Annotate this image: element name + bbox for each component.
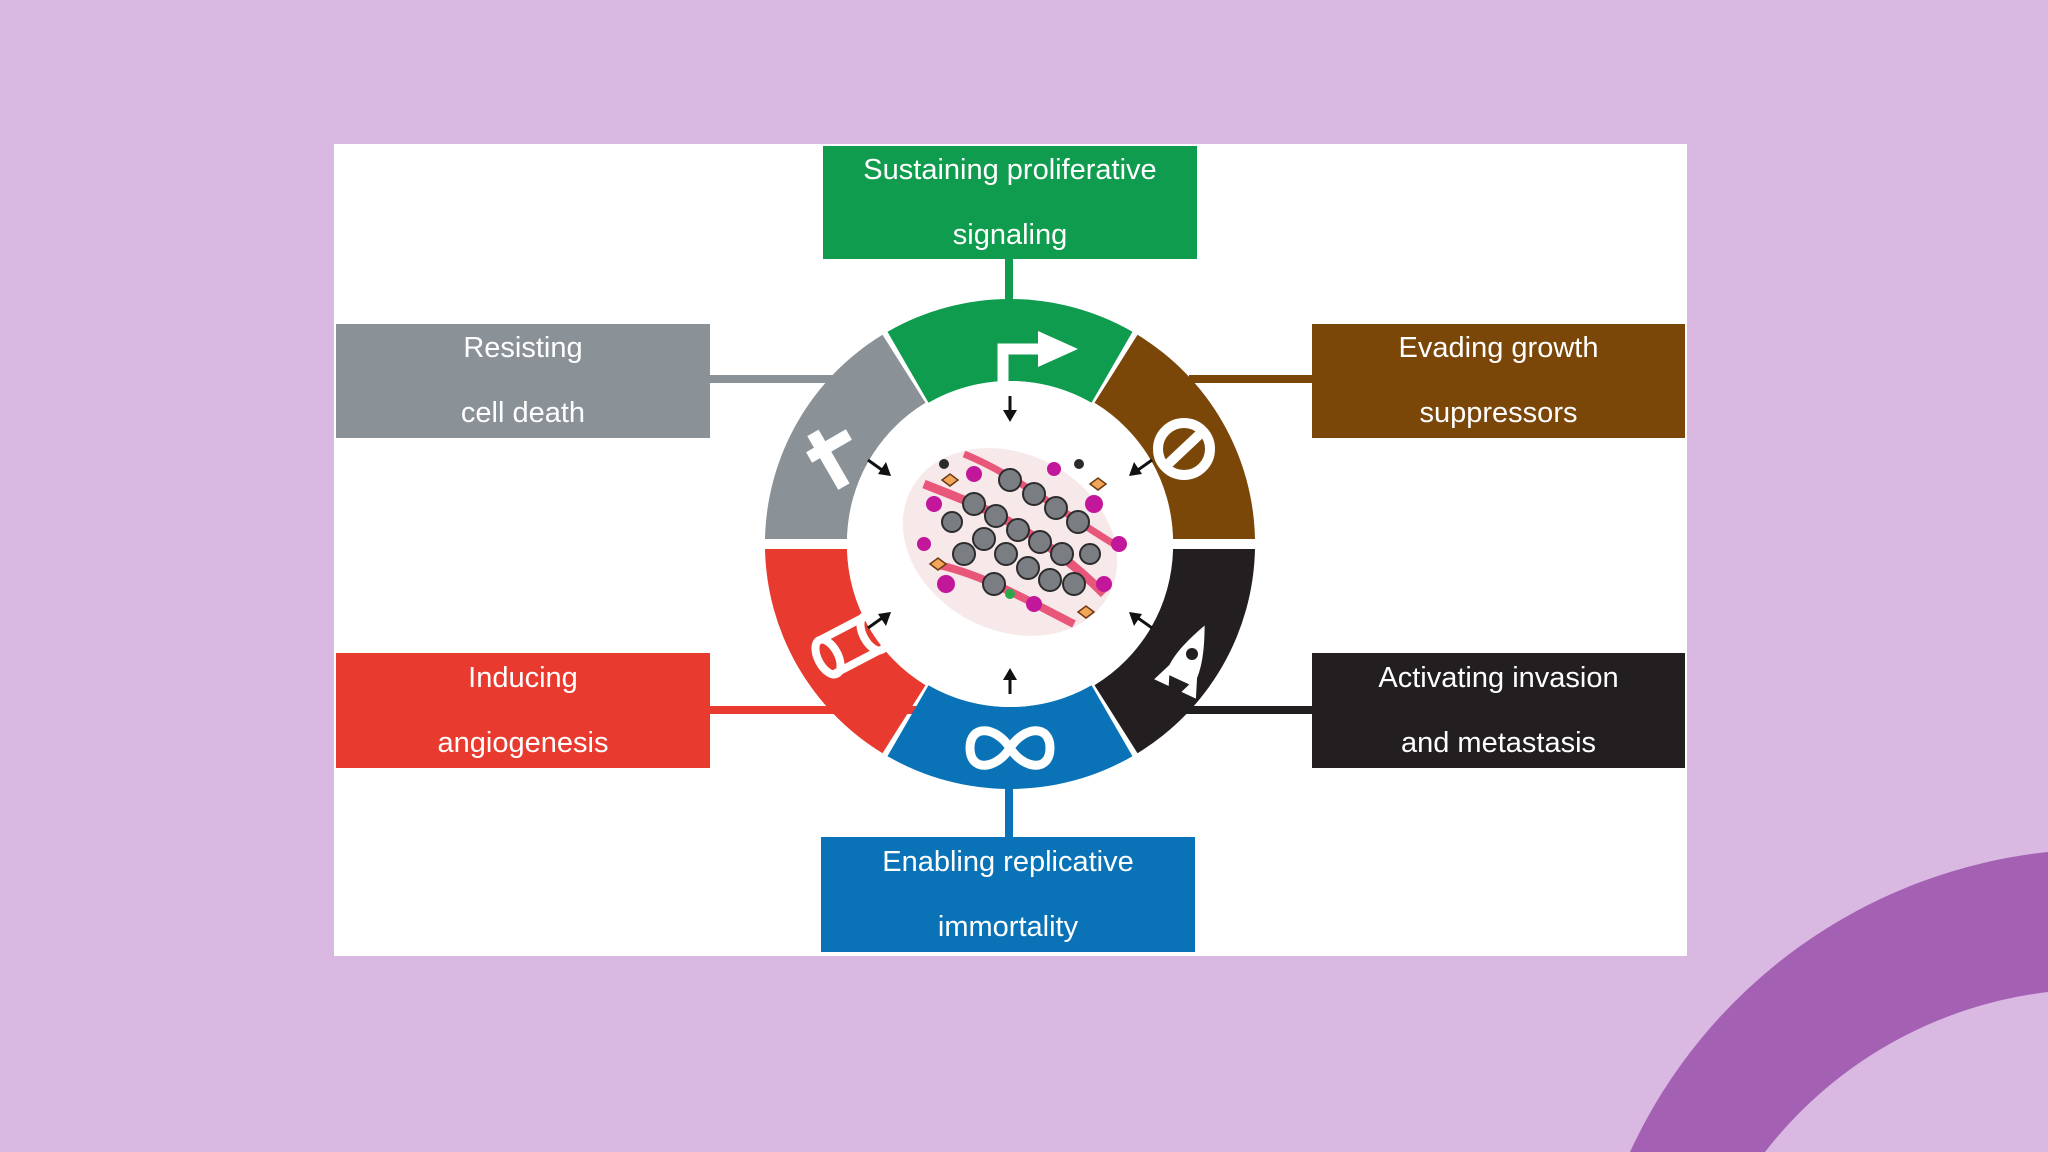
hallmark-angiogenesis-line1: Inducing	[468, 661, 578, 694]
rocket-icon	[1154, 625, 1205, 699]
hallmark-invasion-line2: and metastasis	[1400, 726, 1597, 759]
hallmarks-wheel	[708, 258, 1313, 838]
tumor-illustration	[902, 448, 1127, 636]
bent-arrow-icon	[997, 331, 1078, 384]
segment-immortality	[887, 685, 1133, 790]
inward-arrows	[867, 396, 1153, 694]
vessel-icon	[811, 611, 890, 679]
hallmark-sustaining-line1: Sustaining proliferative	[863, 153, 1157, 186]
segment-evading	[1094, 334, 1255, 539]
prohibition-icon	[1153, 418, 1215, 480]
hallmark-angiogenesis-line2: angiogenesis	[437, 726, 609, 759]
hallmark-immortality-box: Enabling replicative immortality	[821, 837, 1195, 952]
segment-invasion	[1094, 549, 1255, 754]
hallmark-sustaining-line2: signaling	[952, 218, 1068, 251]
hallmark-immortality-line2: immortality	[937, 910, 1079, 943]
hallmarks-diagram: Sustaining proliferative signaling Evadi…	[334, 144, 1687, 956]
segment-angiogenesis	[765, 549, 926, 754]
hallmark-cell-death-line2: cell death	[460, 397, 586, 430]
infinity-icon	[965, 726, 1055, 770]
cross-icon	[806, 429, 852, 490]
hallmark-invasion-box: Activating invasion and metastasis	[1312, 653, 1685, 768]
hallmark-evading-box: Evading growth suppressors	[1312, 324, 1685, 438]
hallmark-angiogenesis-box: Inducing angiogenesis	[336, 653, 710, 768]
hallmark-sustaining-box: Sustaining proliferative signaling	[823, 146, 1197, 259]
hallmark-immortality-line1: Enabling replicative	[882, 845, 1134, 878]
hallmark-evading-line1: Evading growth	[1398, 332, 1599, 365]
hallmark-evading-line2: suppressors	[1419, 397, 1578, 430]
hallmark-cell-death-box: Resisting cell death	[336, 324, 710, 438]
hallmark-invasion-line1: Activating invasion	[1378, 661, 1619, 694]
hallmark-cell-death-line1: Resisting	[463, 332, 583, 365]
